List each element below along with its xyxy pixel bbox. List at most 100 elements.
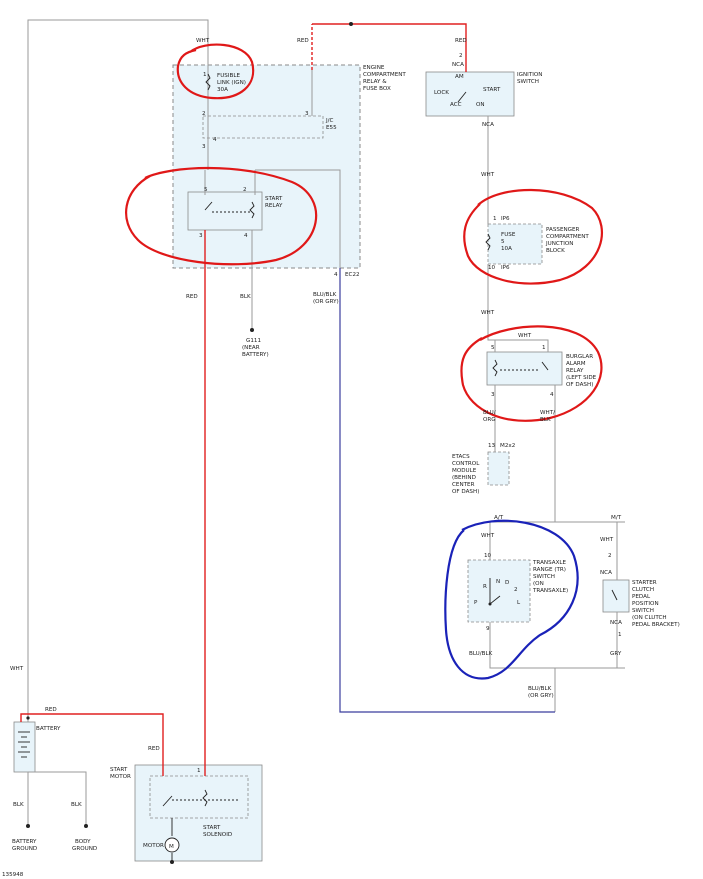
ignition-switch-box [425, 71, 515, 117]
label-clutch-1: STARTER [632, 580, 657, 586]
label-start-ign: START [483, 87, 501, 93]
pin-cl2: 2 [608, 553, 612, 559]
label-red-ign: RED [455, 38, 467, 44]
label-wht-blk-2: BLK [540, 417, 551, 423]
pin-jc4: 4 [213, 137, 217, 143]
label-tr-n: N [496, 579, 500, 585]
label-junction-block-4: BLOCK [546, 248, 565, 254]
label-burglar-1: BURGLAR [566, 354, 593, 360]
pin-fl2: 2 [202, 111, 206, 117]
label-mt: M/T [611, 515, 622, 521]
label-red-motor: RED [148, 746, 160, 752]
label-clutch-7: PEDAL BRACKET) [632, 622, 680, 628]
pin-sr2: 2 [243, 187, 247, 193]
battery-ground-dot [26, 824, 30, 828]
g111-dot [250, 328, 254, 332]
label-tr-1: TRANSAXLE [532, 560, 567, 566]
label-battery: BATTERY [36, 726, 61, 732]
label-fusible-link-2: LINK (IGN) [217, 80, 246, 86]
label-tr-2x: 2 [514, 587, 518, 593]
label-wht-mt: WHT [600, 537, 614, 543]
component-internals [18, 73, 618, 862]
label-tr-d: D [505, 580, 509, 586]
label-blu-blk-1: BLU/BLK [313, 292, 337, 298]
pin-ba3: 3 [491, 392, 495, 398]
burglar-alarm-relay-box [486, 351, 563, 386]
label-nca-cl-top: NCA [600, 570, 612, 576]
label-burglar-4: (LEFT SIDE [566, 375, 597, 381]
pin-ba4: 4 [550, 392, 554, 398]
label-am: AM [455, 74, 464, 80]
label-at: A/T [494, 515, 504, 521]
pin-fl1: 1 [203, 72, 207, 78]
pin-sm1: 1 [197, 768, 201, 774]
red-circle-start-relay [125, 166, 318, 266]
label-burglar-2: ALARM [566, 361, 586, 367]
label-start-relay-1: START [265, 196, 283, 202]
ground-dots [26, 328, 492, 864]
clutch-contact [611, 589, 618, 601]
label-junction-block-3: JUNCTION [545, 241, 574, 247]
label-fusible-link-1: FUSIBLE [217, 73, 240, 79]
pin-ba1: 1 [542, 345, 546, 351]
red-circle-junction-block [463, 188, 603, 285]
label-blu-org-2: ORG [483, 417, 496, 423]
label-jc-2: E55 [326, 125, 337, 131]
wire-jb-burglar [487, 264, 549, 352]
label-motor-symbol: M [169, 844, 174, 850]
label-etacs-5: CENTER [452, 482, 475, 488]
clutch-switch-box [602, 579, 630, 613]
wire-wht-left [27, 19, 209, 722]
pin-fuse1: 1 [493, 216, 497, 222]
label-engine-box-3: RELAY & [363, 79, 387, 85]
label-battery-ground-1: BATTERY [12, 839, 37, 845]
label-blu-blk-2: (OR GRY) [313, 299, 339, 305]
junction-block-box [487, 223, 543, 265]
label-diagram-id: 135948 [2, 872, 24, 878]
ign-contact [457, 91, 467, 103]
label-wht-mid: WHT [481, 172, 495, 178]
label-wht-tr: WHT [481, 533, 495, 539]
start-motor-box [134, 764, 263, 862]
start-relay-coil [249, 201, 255, 219]
label-engine-box-2: COMPARTMENT [363, 72, 406, 78]
label-motor: MOTOR [143, 843, 164, 849]
label-tr-2: RANGE (TR) [533, 567, 566, 573]
label-fuse-1: FUSE [501, 232, 516, 238]
blue-circle-tr-switch [444, 519, 579, 680]
motor-circle [164, 837, 180, 853]
label-clutch-2: CLUTCH [632, 587, 654, 593]
label-blu-blk2-1: BLU/BLK [528, 686, 552, 692]
label-clutch-5: SWITCH [632, 608, 654, 614]
label-tr-l: L [517, 600, 521, 606]
label-tr-3: SWITCH [533, 574, 555, 580]
motor-ground-dot [170, 860, 174, 864]
pin-tr9: 9 [486, 626, 490, 632]
label-blk-sr: BLK [240, 294, 251, 300]
label-g111-1: G111 [246, 338, 261, 344]
label-start-motor-1: START [110, 767, 128, 773]
pin-sr3: 3 [199, 233, 203, 239]
label-etacs-2: CONTROL [452, 461, 480, 467]
label-clutch-3: PEDAL [632, 594, 651, 600]
label-junction-block-1: PASSENGER [546, 227, 580, 233]
label-burglar-3: RELAY [566, 368, 584, 374]
burglar-relay-contact [541, 361, 549, 371]
wire-sr-ec22 [255, 169, 341, 268]
label-wht-mid2: WHT [481, 310, 495, 316]
label-tr-p: P [474, 600, 478, 606]
gray-wires [27, 19, 625, 826]
wire-body-ground [28, 771, 87, 826]
label-tr-r: R [483, 584, 487, 590]
label-g111-3: BATTERY) [242, 352, 269, 358]
label-etacs-3: MODULE [452, 468, 477, 474]
pin-tr10: 10 [484, 553, 492, 559]
text-labels: WHT RED FUSIBLE LINK (IGN) 30A ENGINE CO… [2, 38, 680, 878]
label-nca-ign: NCA [452, 62, 464, 68]
fusible-link-symbol [205, 73, 211, 91]
label-nca-ign-bottom: NCA [482, 122, 494, 128]
label-engine-box-4: FUSE BOX [363, 86, 391, 92]
label-ec22: EC22 [345, 272, 360, 278]
label-ignition-switch-1: IGNITION [517, 72, 542, 78]
